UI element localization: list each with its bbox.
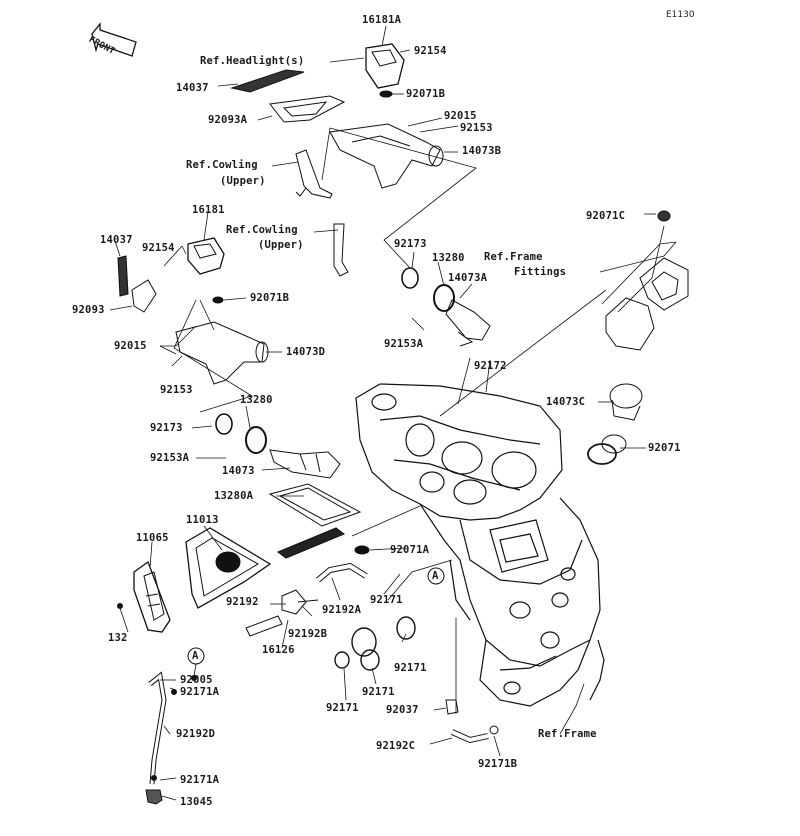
- air-box-body: [355, 383, 605, 707]
- part-92154: 92154: [414, 45, 447, 57]
- cap-14073C: [587, 383, 643, 465]
- part-92171-c: 92171: [362, 686, 395, 698]
- part-92154-left: 92154: [142, 242, 175, 254]
- part-92037: 92037: [386, 704, 419, 716]
- ref-frame: Ref.Frame: [538, 728, 597, 740]
- part-11065: 11065: [136, 532, 169, 544]
- marker-a-bottom: A: [192, 650, 199, 662]
- part-92071C: 92071C: [586, 210, 626, 222]
- part-92173-mid: 92173: [150, 422, 183, 434]
- part-92171-d: 92171: [326, 702, 359, 714]
- part-92153A: 92153A: [384, 338, 424, 350]
- part-92192A: 92192A: [322, 604, 362, 616]
- part-92015-left: 92015: [114, 340, 147, 352]
- filter-assembly: [185, 483, 362, 609]
- cover-11065: [133, 560, 171, 633]
- part-13280A: 13280A: [214, 490, 254, 502]
- part-92015: 92015: [444, 110, 477, 122]
- part-92172: 92172: [474, 360, 507, 372]
- front-direction-arrow: [91, 22, 137, 57]
- part-92071A: 92071A: [390, 544, 430, 556]
- marker-a-mid: A: [432, 570, 439, 582]
- part-92153A-mid: 92153A: [150, 452, 190, 464]
- part-14037: 14037: [176, 82, 209, 94]
- duct-14073: [215, 413, 341, 479]
- part-14073A: 14073A: [448, 272, 488, 284]
- part-92192D: 92192D: [176, 728, 216, 740]
- diagram-code: E1130: [666, 10, 695, 20]
- part-132: 132: [108, 632, 128, 644]
- part-11013: 11013: [186, 514, 219, 526]
- part-14073D: 14073D: [286, 346, 326, 358]
- ref-cowling-upper-2-sub: (Upper): [258, 239, 304, 251]
- frame-fittings-assembly: [605, 210, 689, 351]
- part-92192C: 92192C: [376, 740, 416, 752]
- part-92005: 92005: [180, 674, 213, 686]
- drain-hoses: [145, 562, 499, 805]
- top-duct-assembly: [230, 43, 444, 199]
- part-92071: 92071: [648, 442, 681, 454]
- ref-cowling-upper-1-sub: (Upper): [220, 175, 266, 187]
- part-92171-a: 92171: [370, 594, 403, 606]
- part-92171-b: 92171: [394, 662, 427, 674]
- part-92071B-left: 92071B: [250, 292, 290, 304]
- part-92153-left: 92153: [160, 384, 193, 396]
- part-13045: 13045: [180, 796, 213, 808]
- part-92192B: 92192B: [288, 628, 328, 640]
- part-13280-mid: 13280: [240, 394, 273, 406]
- part-13280: 13280: [432, 252, 465, 264]
- part-92093: 92093: [72, 304, 105, 316]
- part-14037-left: 14037: [100, 234, 133, 246]
- part-16181: 16181: [192, 204, 225, 216]
- part-92093A: 92093A: [208, 114, 248, 126]
- part-92192: 92192: [226, 596, 259, 608]
- ref-frame-fittings-sub: Fittings: [514, 266, 567, 278]
- ref-headlight: Ref.Headlight(s): [200, 55, 305, 67]
- part-16126: 16126: [262, 644, 295, 656]
- part-14073B: 14073B: [462, 145, 502, 157]
- part-14073C: 14073C: [546, 396, 586, 408]
- ref-cowling-upper-2: Ref.Cowling: [226, 224, 298, 236]
- part-92171A: 92171A: [180, 686, 220, 698]
- leader-lines: [109, 25, 677, 801]
- part-92071B: 92071B: [406, 88, 446, 100]
- part-16181A: 16181A: [362, 14, 402, 26]
- ref-cowling-upper-1: Ref.Cowling: [186, 159, 258, 171]
- part-92173: 92173: [394, 238, 427, 250]
- ref-frame-fittings: Ref.Frame: [484, 251, 543, 263]
- part-92171A-b: 92171A: [180, 774, 220, 786]
- clamps-92171: [334, 616, 416, 671]
- part-92171B: 92171B: [478, 758, 518, 770]
- part-92153: 92153: [460, 122, 493, 134]
- part-14073: 14073: [222, 465, 255, 477]
